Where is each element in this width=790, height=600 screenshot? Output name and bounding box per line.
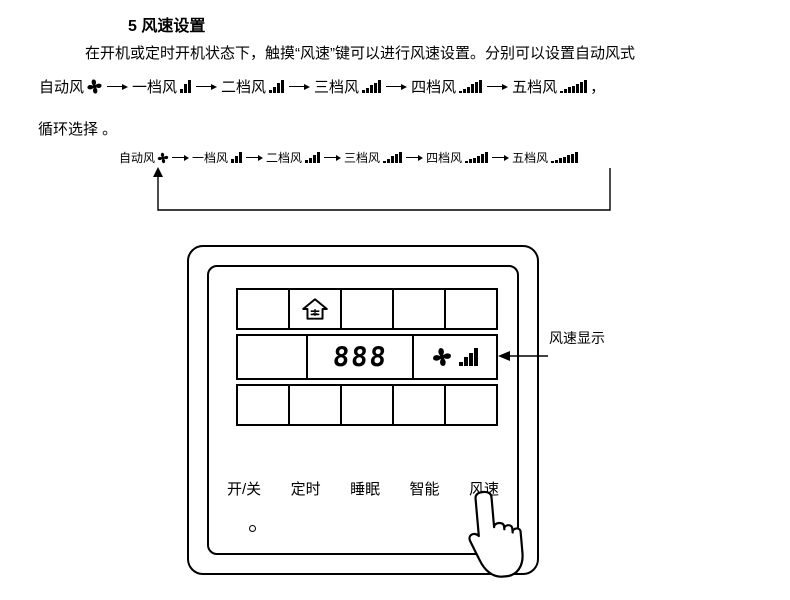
button-power: 开/关	[227, 481, 262, 498]
wind-level-label: 三档风	[344, 151, 381, 165]
lcd-cell	[392, 288, 446, 330]
wind-bars-icon	[459, 80, 483, 93]
lcd-display: 888	[236, 288, 498, 426]
fan-speed-display-cell	[412, 334, 498, 380]
control-panel-inner: 888 开/	[207, 265, 519, 555]
button-sleep: 睡眠	[350, 481, 381, 498]
lcd-row-top	[236, 288, 498, 330]
fan-icon	[87, 79, 102, 94]
wind-level-label: 四档风	[426, 151, 463, 165]
lcd-cell	[288, 384, 342, 426]
wind-level-label: 三档风	[314, 79, 360, 96]
wind-bars-icon	[560, 80, 588, 93]
fan-speed-bars-icon	[459, 348, 478, 366]
paragraph-line-3: 循环选择 。	[38, 121, 118, 138]
comma-text: ，	[590, 79, 606, 96]
wind-level-label: 五档风	[512, 151, 549, 165]
page-title: 5 风速设置	[128, 18, 206, 35]
wind-bars-icon	[231, 152, 243, 163]
lcd-row-bottom	[236, 384, 498, 426]
wind-level-label: 五档风	[512, 79, 558, 96]
wind-level-label: 一档风	[192, 151, 229, 165]
cycle-loop-arrow	[153, 167, 611, 211]
control-panel: 888 开/	[187, 245, 539, 575]
wind-bars-icon	[305, 152, 321, 163]
arrow-icon	[172, 154, 190, 161]
arrow-icon	[196, 83, 218, 90]
wind-bars-icon	[465, 152, 489, 163]
auto-wind-label: 自动风	[119, 151, 156, 165]
lcd-cell	[236, 334, 308, 380]
arrow-icon	[107, 83, 129, 90]
wind-cycle-diagram: 自动风 一档风 二档风 三档风 四档风 五档风	[118, 149, 580, 166]
arrow-icon	[487, 83, 509, 90]
auto-wind-label: 自动风	[39, 79, 85, 96]
lcd-cell	[236, 288, 290, 330]
wind-level-label: 四档风	[411, 79, 457, 96]
arrow-icon	[289, 83, 311, 90]
wind-level-label: 二档风	[221, 79, 267, 96]
lcd-cell	[444, 384, 498, 426]
lcd-cell	[340, 384, 394, 426]
button-smart: 智能	[409, 481, 440, 498]
wind-bars-icon	[180, 80, 192, 93]
paragraph-line-1: 在开机或定时开机状态下，触摸“风速”键可以进行风速设置。分别可以设置自动风式	[85, 45, 635, 62]
wind-level-label: 二档风	[266, 151, 303, 165]
lcd-cell	[392, 384, 446, 426]
wind-level-label: 一档风	[132, 79, 178, 96]
fan-speed-callout-label: 风速显示	[549, 330, 605, 346]
fan-icon	[157, 152, 169, 163]
wind-sequence-inline: 自动风 一档风 二档风 三档风 四档风 五档风 ，	[38, 76, 606, 97]
arrow-icon	[246, 154, 264, 161]
wind-bars-icon	[269, 80, 285, 93]
arrow-icon	[406, 154, 424, 161]
fan-icon	[433, 348, 451, 366]
lcd-cell	[340, 288, 394, 330]
wind-bars-icon	[383, 152, 403, 163]
lcd-cell	[444, 288, 498, 330]
lcd-row-middle: 888	[236, 334, 498, 380]
house-icon	[302, 298, 328, 320]
arrow-icon	[324, 154, 342, 161]
arrow-icon	[386, 83, 408, 90]
arrow-icon	[492, 154, 510, 161]
lcd-cell	[288, 288, 342, 330]
wind-bars-icon	[362, 80, 382, 93]
lcd-temperature-cell: 888	[306, 334, 414, 380]
button-timer: 定时	[290, 481, 321, 498]
pointing-hand-icon	[468, 490, 524, 578]
lcd-cell	[236, 384, 290, 426]
lcd-digits: 888	[331, 341, 389, 373]
callout-arrow-icon	[498, 351, 548, 361]
wind-bars-icon	[551, 152, 579, 163]
indicator-dot	[249, 525, 256, 532]
